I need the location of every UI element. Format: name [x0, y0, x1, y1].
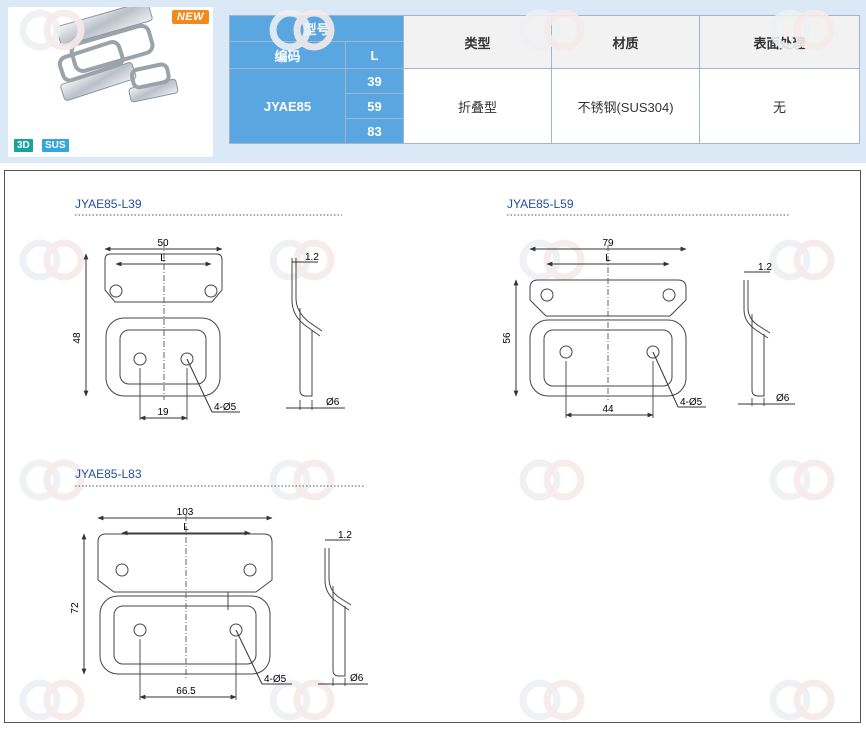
dim-thickness: 1.2 — [758, 262, 772, 273]
dim-l: L — [183, 522, 189, 533]
dim-height: 56 — [502, 332, 513, 344]
header-model: 型号 — [228, 15, 405, 42]
drawing-l59: JYAE85-L59 79 L 56 44 4-Ø5 1.2 Ø6 — [502, 197, 795, 418]
dim-wire: Ø6 — [350, 673, 364, 684]
spec-table: 型号 类型 材质 表面处理 编码 L JYAE85 39 折叠型 不锈钢(SUS… — [228, 15, 861, 144]
cell-l-value: 39 — [344, 68, 405, 94]
cell-finish: 无 — [699, 68, 861, 144]
dim-holes: 4-Ø5 — [264, 674, 287, 685]
dim-thickness: 1.2 — [338, 530, 352, 541]
new-badge: NEW — [171, 10, 209, 24]
sus-tag[interactable]: SUS — [42, 139, 69, 152]
drawing-title: JYAE85-L39 — [75, 197, 142, 211]
dim-l: L — [160, 253, 166, 264]
cell-type: 折叠型 — [403, 68, 553, 144]
product-photo-image — [56, 1, 179, 103]
drawing-title: JYAE85-L59 — [507, 197, 574, 211]
cell-l-value: 59 — [344, 93, 405, 119]
dim-wire: Ø6 — [776, 393, 790, 404]
dim-height: 48 — [72, 332, 83, 344]
dim-wire: Ø6 — [326, 397, 340, 408]
drawing-l83: JYAE85-L83 103 L 72 66.5 4-Ø5 1.2 Ø6 — [70, 467, 368, 700]
dim-hole-pitch: 44 — [602, 404, 614, 415]
dim-width: 103 — [177, 507, 194, 518]
cell-material: 不锈钢(SUS304) — [551, 68, 701, 144]
header-l: L — [344, 41, 405, 69]
dim-width: 50 — [157, 238, 169, 249]
dim-holes: 4-Ø5 — [680, 397, 703, 408]
cell-l-value: 83 — [344, 118, 405, 144]
cell-code: JYAE85 — [229, 68, 346, 144]
header-material: 材质 — [551, 15, 701, 69]
3d-tag[interactable]: 3D — [14, 139, 33, 152]
dim-hole-pitch: 66.5 — [176, 686, 196, 697]
dim-l: L — [605, 253, 611, 264]
dim-thickness: 1.2 — [305, 252, 319, 263]
dim-holes: 4-Ø5 — [214, 402, 237, 413]
watermark-pattern — [23, 13, 831, 717]
dim-width: 79 — [602, 238, 614, 249]
dim-hole-pitch: 19 — [157, 407, 169, 418]
drawing-title: JYAE85-L83 — [75, 467, 142, 481]
product-photo: NEW 3D SUS — [8, 1, 213, 157]
drawing-l39: JYAE85-L39 50 L 48 19 4-Ø5 1.2 Ø — [72, 197, 345, 421]
dim-height: 72 — [70, 602, 81, 614]
